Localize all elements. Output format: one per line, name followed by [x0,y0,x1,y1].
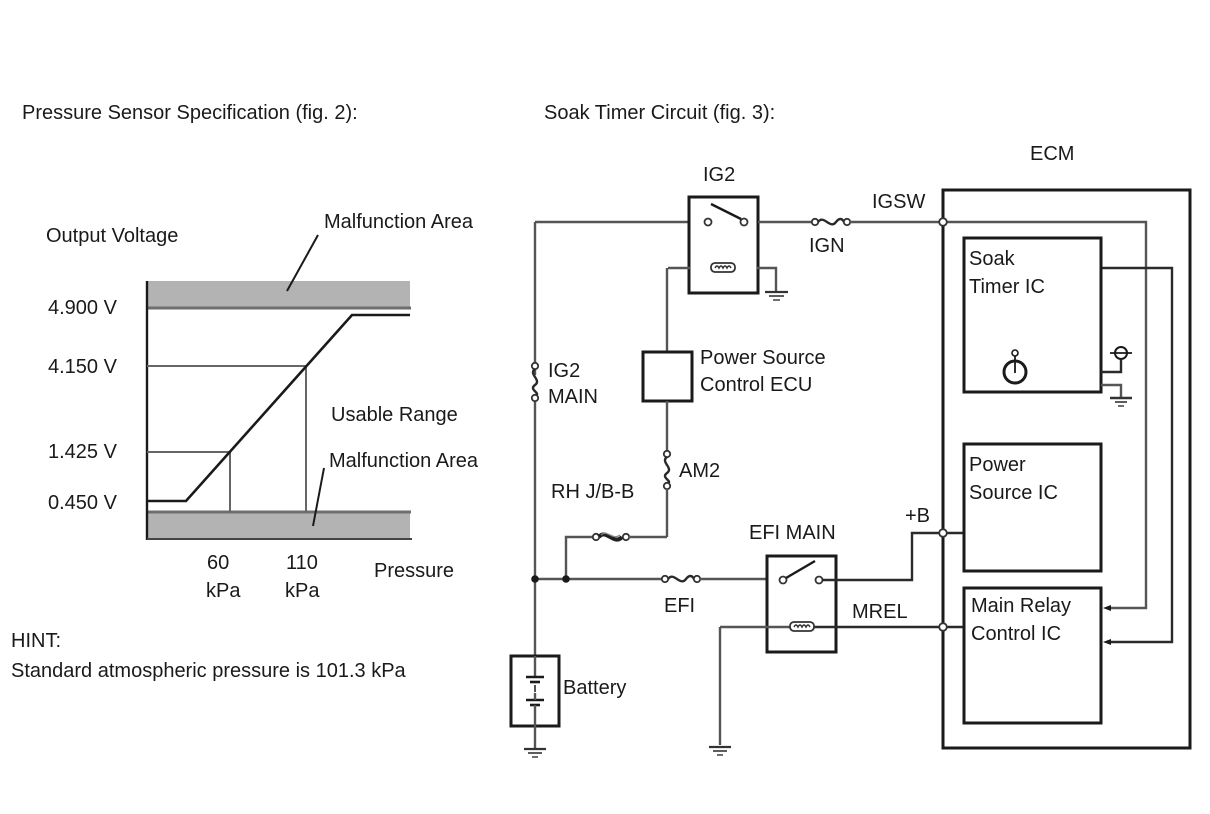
plus-b-terminal [938,528,948,538]
lower-malfunction-band [147,512,410,539]
am2-label: AM2 [679,460,720,482]
power-supply-icon [1101,346,1132,374]
lower-malfunction-label: Malfunction Area [329,450,479,472]
arrow-icon [1103,639,1111,645]
ig2-main-label-1: IG2 [548,360,580,382]
sensor-output-line [147,313,410,503]
y-tick-4900: 4.900 V [48,297,118,319]
ig2-relay [668,195,812,301]
usable-range-label: Usable Range [331,404,458,426]
y-tick-0450: 0.450 V [48,492,118,514]
wire-soak-timer-to-relay-ic [1101,266,1174,644]
junction-dot [562,575,570,583]
main-relay-ic-label-1: Main Relay [971,595,1071,617]
mrel-terminal [938,622,948,632]
upper-malfunction-band [147,281,410,308]
x-tick-60: 60 [207,552,229,574]
y-axis-label: Output Voltage [46,225,178,247]
hint-title: HINT: [11,630,61,652]
y-tick-1425: 1.425 V [48,441,118,463]
power-source-ic-label-2: Source IC [969,482,1058,504]
battery-label: Battery [563,677,626,699]
ground-icon [765,290,788,301]
pressure-sensor-chart: Pressure Sensor Specification (fig. 2): … [11,102,479,682]
mrel-label: MREL [852,601,908,623]
efi-main-label: EFI MAIN [749,522,836,544]
ig2-relay-label: IG2 [703,164,735,186]
x-tick-110: 110 [286,552,318,574]
ref-line-110kpa [147,365,307,512]
hint-text: Standard atmospheric pressure is 101.3 k… [11,660,407,682]
plus-b-label: +B [905,505,930,527]
soak-timer-label-1: Soak [969,248,1016,270]
ign-fuse [810,217,943,227]
power-source-ic-box [962,442,1103,573]
igsw-terminal [938,217,948,227]
am2-fuse [662,449,672,491]
main-relay-control-ic-box [962,586,1103,725]
ig2-main-fuse [530,361,540,403]
lower-band-leader [312,467,325,527]
upper-band-leader [286,234,319,292]
psecu-label-1: Power Source [700,347,826,369]
ign-fuse-label: IGN [809,235,845,257]
fig2-title: Pressure Sensor Specification (fig. 2): [22,102,358,124]
ig2-main-label-2: MAIN [548,386,598,408]
junction-dot [531,575,539,583]
arrow-icon [1103,605,1111,611]
soak-timer-circuit: Soak Timer Circuit (fig. 3): IG2 MAIN IG… [509,102,1192,758]
power-source-ic-label-1: Power [969,454,1026,476]
ecm-box [941,188,1192,750]
wire-igsw-internal [943,220,1148,610]
ref-line-60kpa [147,451,231,512]
timer-clock-icon [1002,349,1028,385]
ecm-label: ECM [1030,143,1074,165]
ground-icon [524,747,546,758]
rh-jb-b-fusible-link [564,532,667,579]
x-tick-110-unit: kPa [285,580,320,602]
efi-main-relay [720,531,943,654]
ground-icon [1101,383,1132,407]
x-tick-60-unit: kPa [206,580,241,602]
igsw-label: IGSW [872,191,925,213]
power-source-control-ecu-box [641,350,694,403]
soak-timer-ic-box [962,236,1103,394]
rhjb-label: RH J/B-B [551,481,634,503]
y-tick-4150: 4.150 V [48,356,118,378]
battery [509,654,561,758]
x-axis-label: Pressure [374,560,454,582]
efi-fuse-label: EFI [664,595,695,617]
fig3-title: Soak Timer Circuit (fig. 3): [544,102,775,124]
main-relay-ic-label-2: Control IC [971,623,1061,645]
upper-malfunction-label: Malfunction Area [324,211,474,233]
psecu-label-2: Control ECU [700,374,812,396]
soak-timer-label-2: Timer IC [969,276,1045,298]
ground-icon [709,745,731,756]
efi-fuse [660,574,767,584]
